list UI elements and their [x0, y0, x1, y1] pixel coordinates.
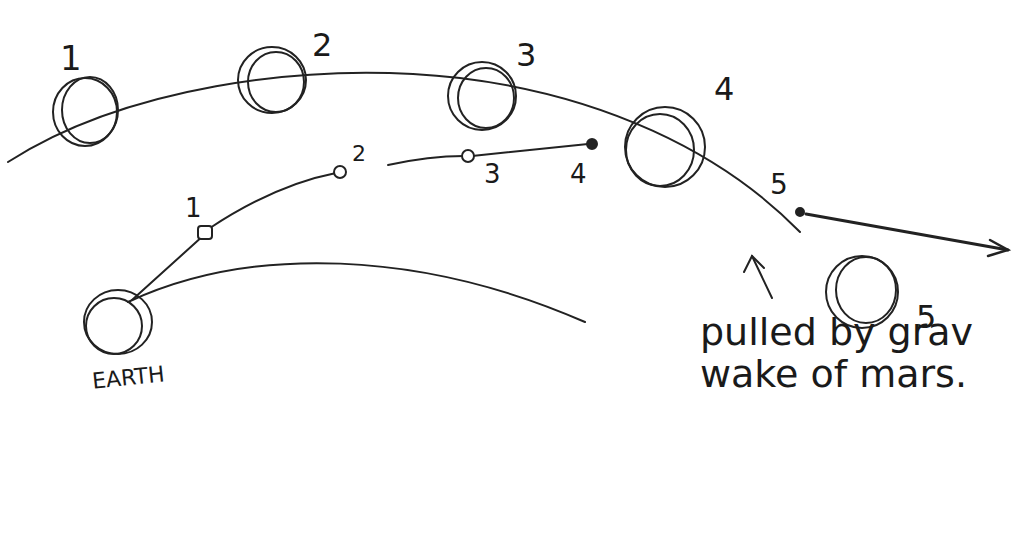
leader-arrow	[752, 256, 772, 298]
departure-arrow	[806, 214, 1008, 250]
mars-position-number: 3	[516, 38, 536, 73]
craft-position-number: 4	[570, 160, 587, 189]
arrow-head	[744, 256, 764, 272]
annotation-note: pulled by grav wake of mars.	[700, 312, 1000, 396]
trajectory	[210, 173, 336, 228]
trajectory	[472, 144, 588, 156]
craft-position-number: 3	[484, 160, 501, 189]
craft-position-number: 5	[770, 170, 788, 201]
spacecraft-dots	[198, 139, 804, 239]
craft-position-number: 1	[185, 194, 202, 223]
trajectory	[132, 235, 204, 300]
mars-position-number: 2	[312, 28, 332, 63]
mars-orbit	[8, 73, 800, 232]
trajectory	[388, 156, 464, 165]
mars-positions	[53, 47, 898, 328]
craft-position-number: 2	[352, 142, 366, 166]
earth-orbit	[128, 263, 585, 322]
arrow-head	[988, 240, 1008, 256]
earth-symbol	[84, 290, 152, 354]
planet-label: EARTH	[91, 362, 166, 394]
mars-position-number: 1	[60, 40, 82, 77]
mars-position-number: 4	[714, 72, 734, 107]
